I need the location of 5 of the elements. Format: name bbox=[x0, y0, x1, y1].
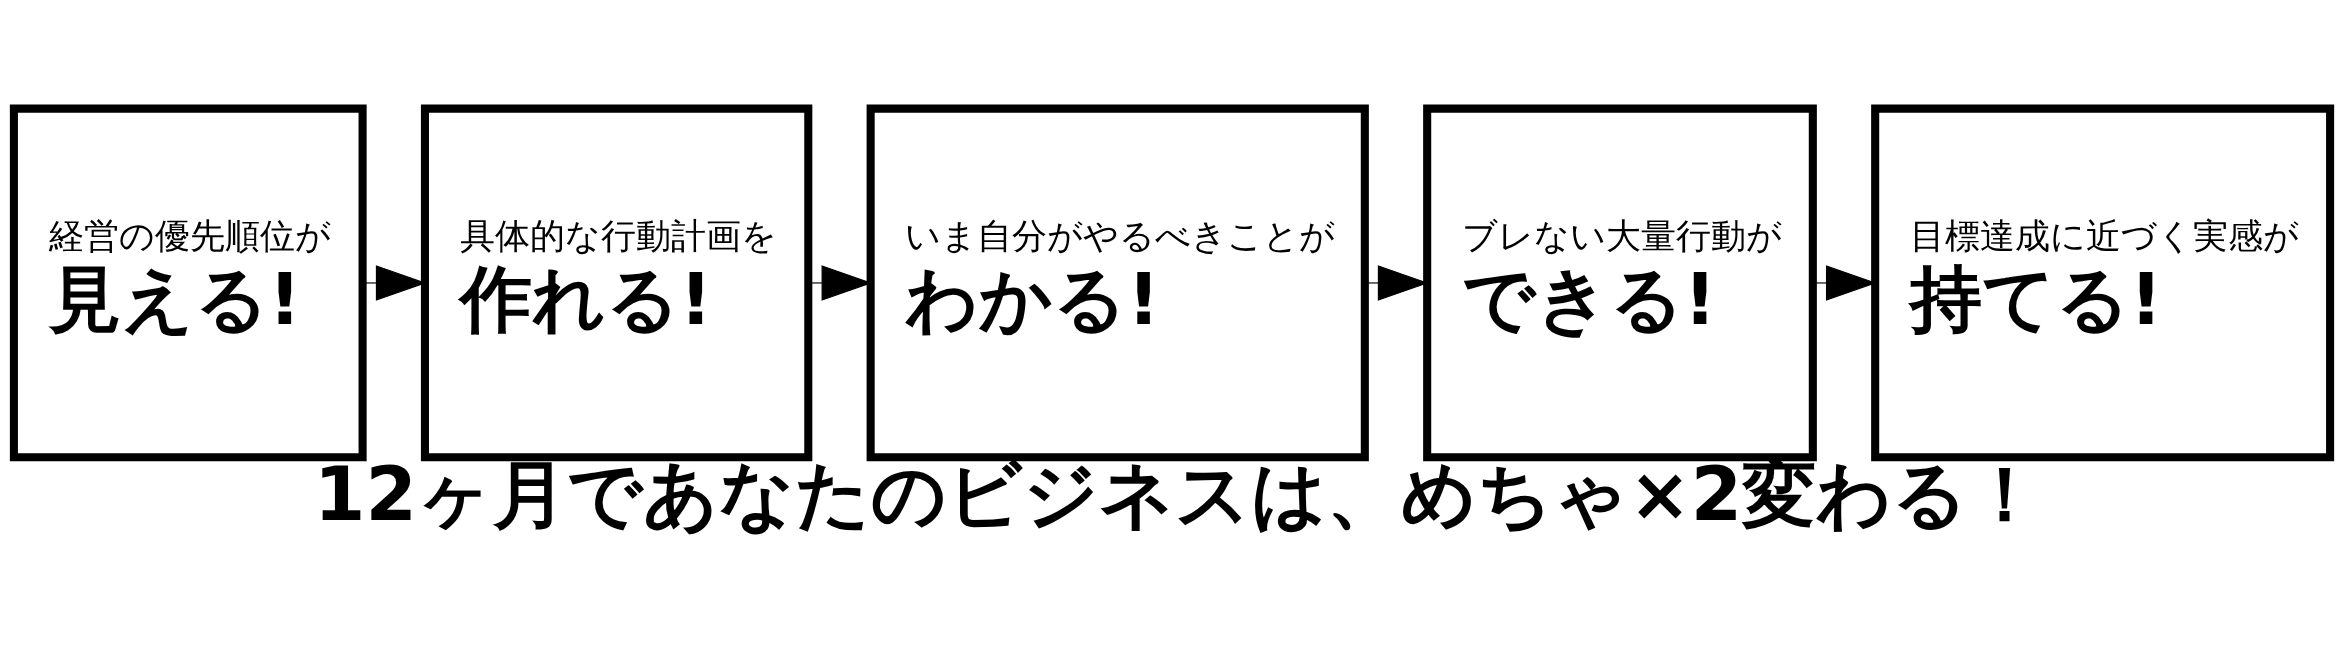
node-box: 目標達成に近づく実感が 持てる! bbox=[1871, 104, 2335, 462]
node-box: ブレない大量行動が できる! bbox=[1423, 104, 1817, 462]
node-box: いま自分がやるべきことが わかる! bbox=[866, 104, 1369, 462]
node-box: 具体的な行動計画を 作れる! bbox=[420, 104, 813, 462]
node-box: 経営の優先順位が 見える! bbox=[9, 104, 367, 462]
